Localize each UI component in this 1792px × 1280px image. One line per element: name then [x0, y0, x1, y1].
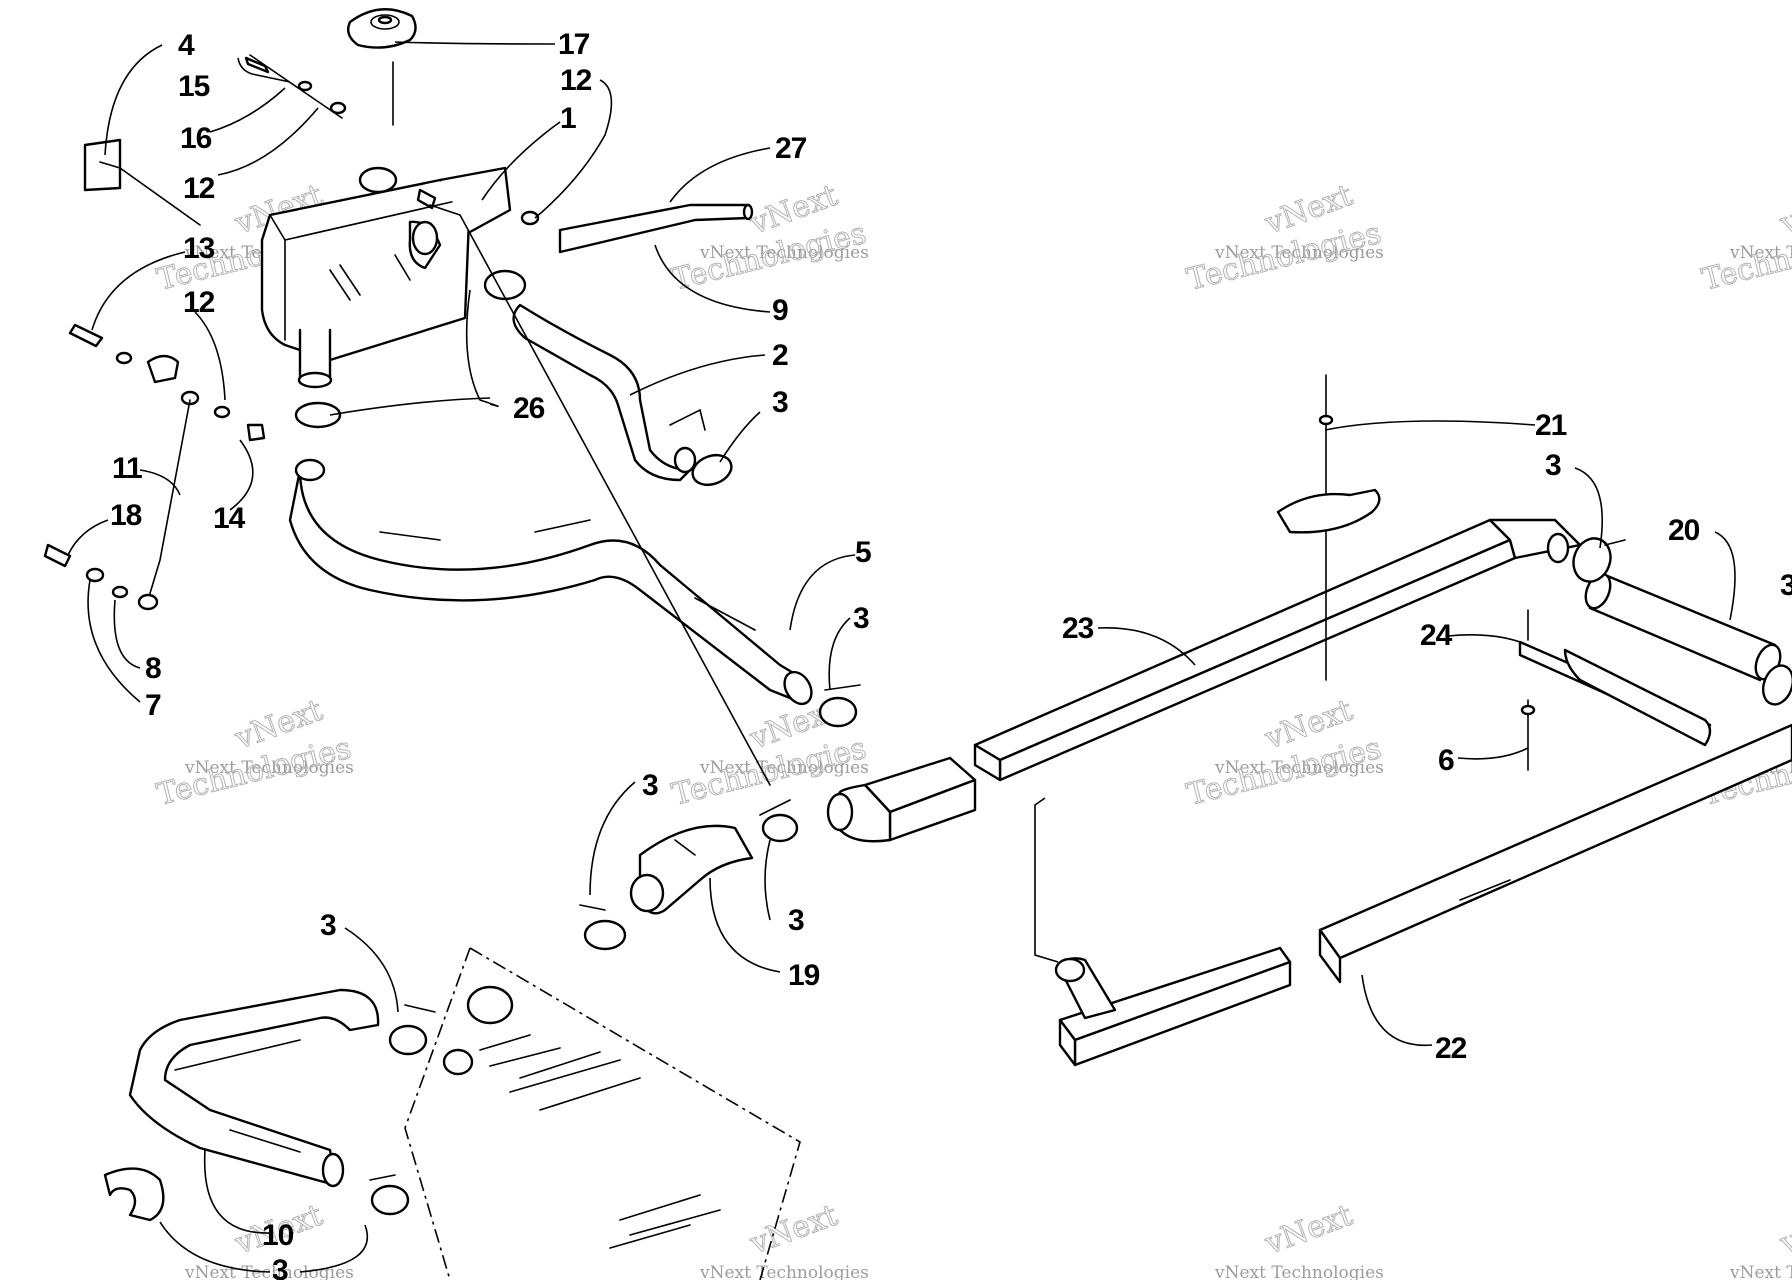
callout-21: 21: [1535, 409, 1567, 442]
watermark-text: vNext Technologies: [1214, 1263, 1384, 1280]
callout-3: 3: [1545, 449, 1561, 482]
callout-20: 20: [1668, 514, 1700, 547]
rivet-6: [1520, 609, 1536, 771]
hose-5: [288, 458, 813, 706]
rail-extension: [826, 756, 977, 843]
callout-3: 3: [1780, 569, 1792, 602]
hose-10: [128, 988, 380, 1188]
watermark-text: vNext Technologies: [184, 758, 354, 778]
radiator-cap: [347, 8, 417, 126]
watermark-vnext: vNext: [1775, 178, 1792, 242]
callout-6: 6: [1438, 744, 1454, 777]
callout-12: 12: [183, 172, 215, 205]
callout-2: 2: [772, 339, 788, 372]
callout-12: 12: [183, 286, 215, 319]
callout-3: 3: [320, 909, 336, 942]
watermark-text: vNext Technologies: [699, 758, 869, 778]
callout-leaders: [67, 41, 1736, 1273]
callout-27: 27: [775, 132, 807, 165]
callout-3: 3: [788, 904, 804, 937]
watermark-vnext: vNext: [745, 1198, 842, 1262]
watermark-text: vNext Technologies: [1729, 243, 1792, 263]
callout-14: 14: [213, 502, 246, 535]
heat-exchanger-23: [973, 518, 1582, 782]
pipe-9: [558, 203, 754, 254]
callout-15: 15: [178, 70, 210, 103]
watermark-text: vNext Technologies: [699, 243, 869, 263]
watermark-text: vNext Technologies: [1214, 243, 1384, 263]
mounting-hardware: [43, 54, 771, 786]
bracket-24: [1518, 640, 1712, 747]
callout-23: 23: [1062, 612, 1094, 645]
heat-exchanger-22: [1318, 723, 1792, 984]
callout-26: 26: [513, 392, 545, 425]
callout-16: 16: [180, 122, 212, 155]
callout-3: 3: [853, 602, 869, 635]
callout-17: 17: [558, 28, 590, 61]
callout-3: 3: [642, 769, 658, 802]
coolant-tank: [260, 166, 512, 389]
hose-19: [629, 824, 754, 915]
watermark-layer: vNext vNext Technologies Technologies vN…: [153, 177, 1792, 1280]
watermark-vnext: vNext: [1260, 1198, 1357, 1262]
callout-18: 18: [110, 499, 142, 532]
callout-24: 24: [1420, 619, 1453, 652]
callout-4: 4: [178, 29, 195, 62]
callout-7: 7: [145, 689, 161, 722]
callout-13: 13: [183, 232, 215, 265]
radiator-outline: [404, 947, 801, 1280]
callout-9: 9: [772, 294, 788, 327]
callout-10: 10: [262, 1219, 294, 1252]
watermark-text: vNext Technologies: [1214, 758, 1384, 778]
hose-20: [1584, 572, 1782, 682]
rivet-21: [1276, 374, 1381, 681]
callout-12: 12: [560, 64, 592, 97]
clamps: [103, 269, 1792, 1222]
callout-3: 3: [272, 1254, 288, 1280]
callout-22: 22: [1435, 1032, 1467, 1065]
heat-exchanger-front: [1054, 946, 1292, 1067]
watermark-text: vNext Technologies: [699, 1263, 869, 1280]
callout-8: 8: [145, 652, 161, 685]
callout-1: 1: [560, 102, 576, 135]
watermark-technologies: Technologies: [1698, 216, 1792, 298]
callout-5: 5: [855, 536, 871, 569]
watermark-vnext: vNext: [1775, 1198, 1792, 1262]
callout-11: 11: [112, 452, 142, 485]
callout-19: 19: [788, 959, 820, 992]
watermark-text: vNext Technologies: [1729, 1263, 1792, 1280]
hose-2: [512, 303, 697, 482]
callout-3: 3: [772, 386, 788, 419]
callout-labels: 17 12 1 4 15 16 12 27 9 2 3 26 13 12 11 …: [110, 28, 1792, 1280]
